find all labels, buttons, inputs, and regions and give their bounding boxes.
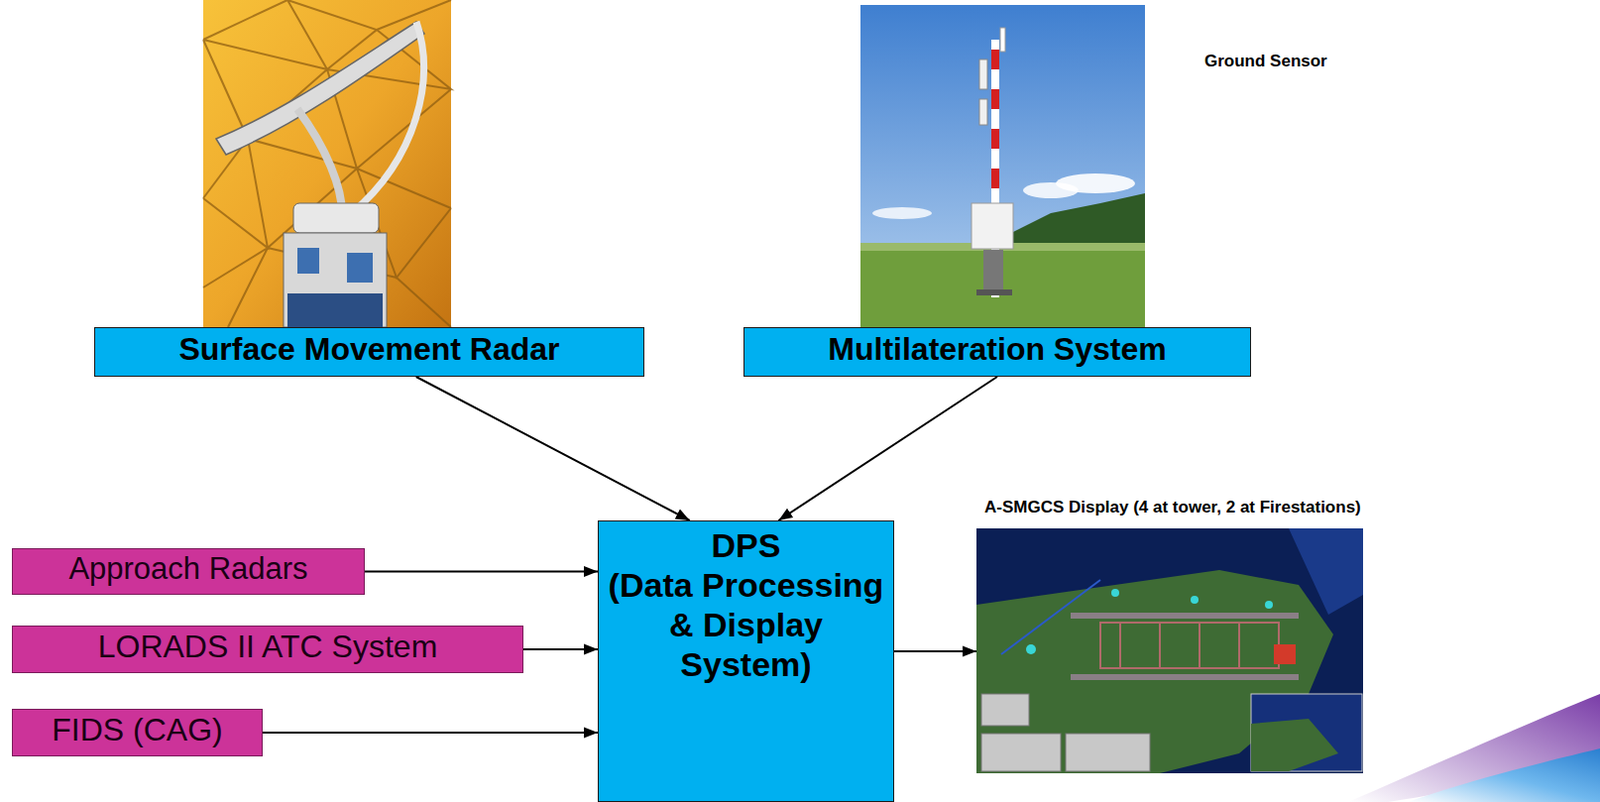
display-screenshot (976, 528, 1364, 774)
data-flow-arrow (262, 731, 598, 734)
source-box: Surface Movement Radar (94, 327, 645, 377)
corner-swoosh (1348, 693, 1600, 802)
box-subtitle: (Data Processing & Display System) (606, 565, 886, 685)
data-flow-arrow (894, 650, 977, 653)
box-title: Surface Movement Radar (178, 331, 560, 369)
radar-photo (203, 0, 452, 328)
box-title: FIDS (CAG) (51, 711, 223, 750)
input-box: Approach Radars (11, 548, 365, 595)
data-flow-arrow (523, 648, 598, 651)
box-title: LORADS II ATC System (98, 628, 439, 667)
input-box: LORADS II ATC System (11, 625, 524, 674)
processing-box: DPS(Data Processing & Display System) (597, 520, 895, 802)
sensor-photo (860, 4, 1145, 328)
data-flow-arrow (364, 571, 598, 573)
display-panel: A-SMGCS Display (4 at tower, 2 at Firest… (976, 495, 1532, 776)
box-title: DPS (711, 525, 782, 566)
box-title: Approach Radars (68, 551, 308, 588)
data-flow-arrow (778, 376, 998, 521)
source-box: Multilateration System (743, 327, 1252, 377)
photo-caption: Ground Sensor (1204, 51, 1328, 72)
box-title: Multilateration System (827, 331, 1166, 369)
input-box: FIDS (CAG) (11, 708, 263, 757)
box-title: A-SMGCS Display (4 at tower, 2 at Firest… (984, 497, 1362, 518)
data-flow-arrow (416, 376, 690, 521)
